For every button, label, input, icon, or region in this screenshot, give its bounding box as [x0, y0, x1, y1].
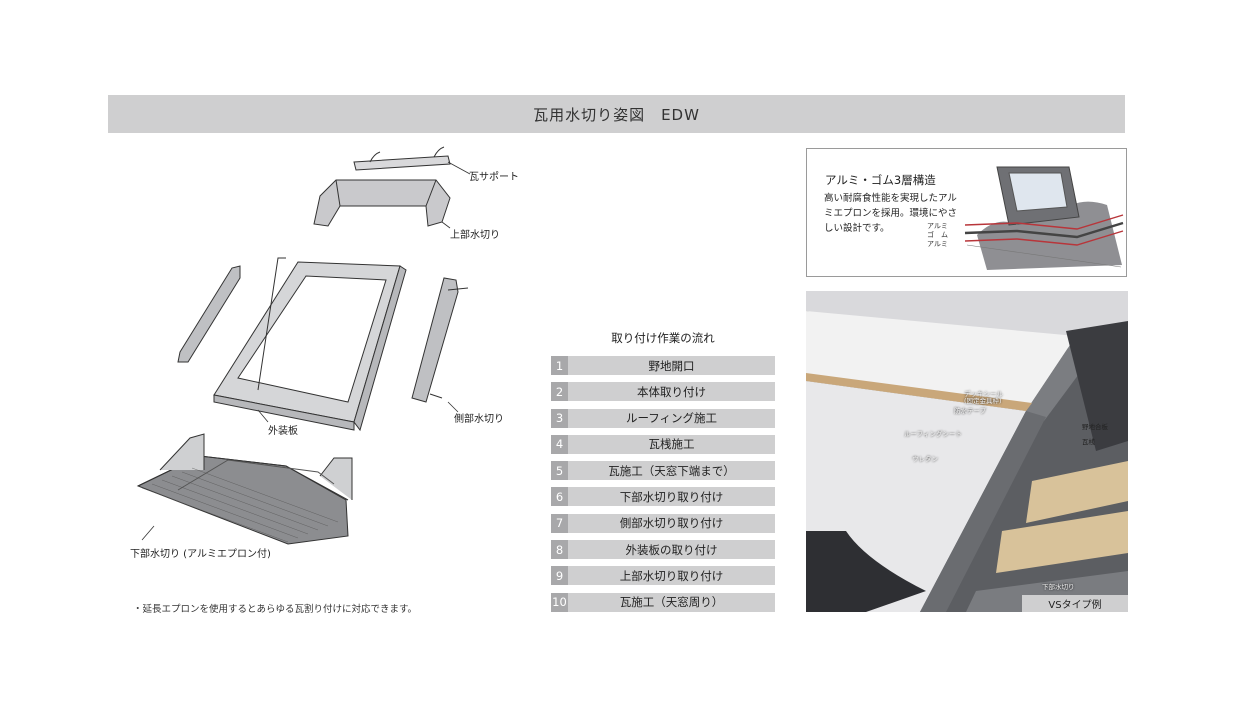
step-item: 1 野地開口 — [551, 356, 775, 375]
step-label: 野地開口 — [648, 358, 695, 373]
layer-label-rubber: ゴ ム — [927, 231, 948, 239]
step-item: 10 瓦施工（天窓周り） — [551, 592, 775, 612]
cross-section-illustration — [806, 291, 1128, 612]
urethane-label: ウレタン — [912, 455, 938, 463]
step-item: 4 瓦桟施工 — [551, 434, 775, 454]
step-number: 8 — [551, 540, 568, 560]
step-item: 6 下部水切り取り付け — [551, 487, 775, 507]
step-label: 外装板の取り付け — [625, 542, 718, 557]
top-flashing-part — [313, 179, 451, 227]
step-item: 2 本体取り付け — [551, 382, 775, 402]
exterior-panel-label: 外装板 — [268, 426, 298, 437]
step-item: 5 瓦施工（天窓下端まで） — [551, 461, 775, 481]
step-label: 瓦施工（天窓周り） — [619, 595, 724, 610]
top-flashing-label: 上部水切り — [450, 230, 500, 241]
exploded-flashing-diagram: 瓦サポート 上部水切り 外装板 側部水切り 下部水切り (アルミエプロン付) — [108, 140, 538, 580]
tile-support-part — [353, 155, 451, 171]
step-number: 7 — [551, 513, 568, 533]
page-title: 瓦用水切り姿図 EDW — [108, 95, 1125, 133]
step-item: 9 上部水切り取り付け — [551, 566, 775, 586]
bottom-flashing-photo-label: 下部水切り — [1042, 583, 1075, 591]
three-layer-info-box: アルミ・ゴム3層構造 高い耐腐食性能を実現したアルミエプロンを採用。環境にやさし… — [806, 148, 1127, 277]
three-layer-illustration — [964, 166, 1124, 270]
step-number: 9 — [551, 566, 568, 586]
step-number: 2 — [551, 382, 568, 402]
step-label: 瓦施工（天窓下端まで） — [608, 463, 735, 478]
step-item: 7 側部水切り取り付け — [551, 513, 775, 533]
steps-heading: 取り付け作業の流れ — [611, 331, 715, 345]
flashing-parts-illustration — [136, 146, 471, 545]
step-item: 3 ルーフィング施工 — [551, 408, 775, 428]
step-label: 下部水切り取り付け — [619, 489, 724, 504]
deck-seal-sub-label: (固定金具枠) — [964, 397, 1002, 405]
step-number: 5 — [551, 461, 568, 481]
layer-label-aluminum-top: アルミ — [927, 222, 948, 230]
photo-caption: VSタイプ例 — [1022, 595, 1128, 612]
layer-label-aluminum-bottom: アルミ — [927, 240, 948, 248]
vs-type-cross-section-photo: デッキシール (固定金具枠) 防水テープ 野地合板 ルーフィングシート 瓦桟 ウ… — [806, 291, 1128, 612]
plywood-label: 野地合板 — [1082, 423, 1108, 431]
step-number: 3 — [551, 408, 568, 428]
step-label: 上部水切り取り付け — [619, 568, 724, 583]
info-body: 高い耐腐食性能を実現したアルミエプロンを採用。環境にやさしい設計です。 — [824, 193, 958, 234]
roofing-sheet-label: ルーフィングシート — [904, 430, 962, 438]
extension-apron-note: ・延長エプロンを使用するとあらゆる瓦割り付けに対応できます。 — [133, 604, 418, 615]
step-number: 4 — [551, 434, 568, 454]
step-label: ルーフィング施工 — [625, 411, 718, 426]
step-number: 1 — [551, 356, 568, 375]
waterproof-tape-label: 防水テープ — [954, 407, 987, 415]
bottom-flashing-label: 下部水切り (アルミエプロン付) — [130, 549, 271, 560]
step-number: 10 — [551, 592, 568, 612]
left-side-flashing-part — [177, 265, 241, 363]
step-label: 側部水切り取り付け — [619, 516, 724, 531]
deck-seal-label: デッキシール — [964, 390, 1003, 398]
side-flashing-label: 側部水切り — [454, 414, 504, 425]
step-item: 8 外装板の取り付け — [551, 540, 775, 560]
info-title: アルミ・ゴム3層構造 — [825, 173, 936, 187]
step-label: 本体取り付け — [637, 384, 706, 399]
tile-support-label: 瓦サポート — [469, 172, 519, 183]
step-number: 6 — [551, 487, 568, 507]
step-label: 瓦桟施工 — [648, 437, 695, 452]
right-side-flashing-part — [411, 277, 459, 403]
batten-label: 瓦桟 — [1082, 438, 1095, 446]
